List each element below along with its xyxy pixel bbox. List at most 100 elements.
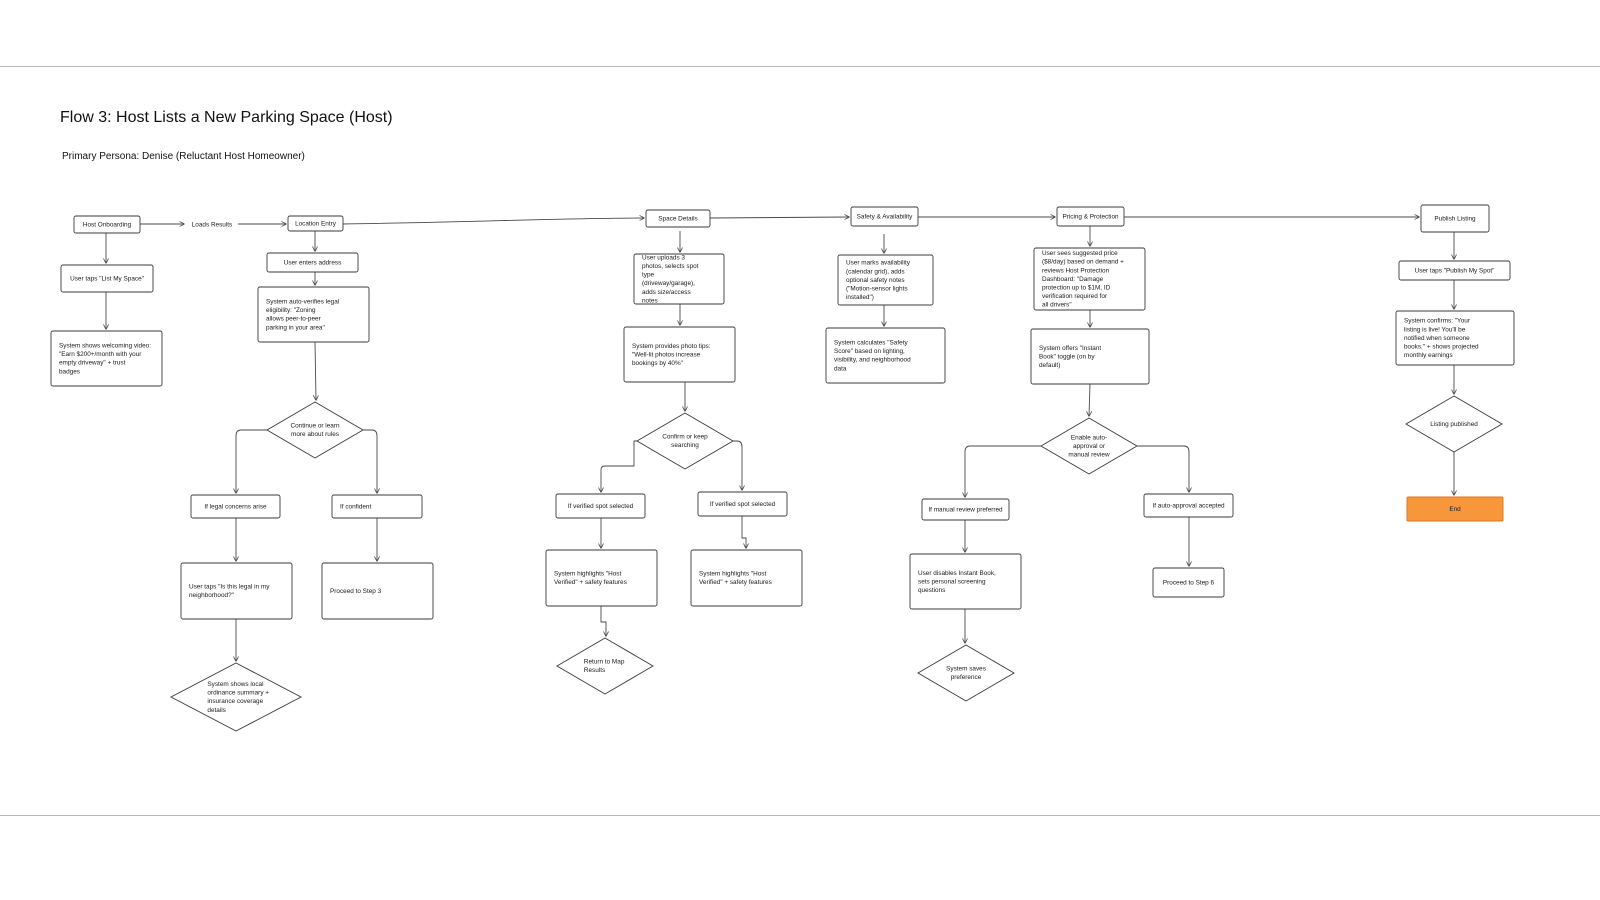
node-label: User taps "Publish My Spot" — [1415, 267, 1495, 274]
node-location-entry: Location Entry — [287, 215, 344, 232]
node-tap-list-space: User taps "List My Space" — [60, 264, 154, 293]
node-label: If confident — [340, 503, 371, 510]
node-box — [545, 549, 658, 607]
persona-subtitle: Primary Persona: Denise (Reluctant Host … — [62, 151, 305, 162]
node-proceed-step3: Proceed to Step 3 — [321, 562, 434, 620]
node-label: If auto-approval accepted — [1152, 502, 1225, 509]
node-pricing-protection: Pricing & Protection — [1056, 206, 1125, 227]
node-box — [266, 252, 359, 273]
node-label: End — [1449, 506, 1461, 513]
node-label: User disables Instant Book,sets personal… — [918, 570, 996, 594]
node-box — [287, 215, 344, 232]
node-label: User sees suggested price($8/day) based … — [1042, 250, 1124, 309]
top-divider — [0, 66, 1600, 67]
node-space-details: Space Details — [645, 209, 711, 228]
node-disable-instant: User disables Instant Book,sets personal… — [909, 553, 1022, 610]
decision-diamond — [556, 637, 654, 695]
node-box — [921, 498, 1010, 521]
node-enter-address: User enters address — [266, 252, 359, 273]
node-box — [1033, 247, 1146, 311]
node-box — [690, 549, 803, 607]
node-box — [825, 327, 946, 384]
node-host-onboarding: Host Onboarding — [73, 215, 141, 234]
node-label: If manual review preferred — [928, 506, 1003, 513]
node-box — [623, 326, 736, 383]
node-box — [60, 264, 154, 293]
node-box — [555, 493, 646, 519]
node-box — [1056, 206, 1125, 227]
node-suggested-price: User sees suggested price($8/day) based … — [1033, 247, 1146, 311]
node-listing-published: Listing published — [1405, 395, 1503, 453]
node-label: Proceed to Step 3 — [330, 588, 382, 595]
node-label: If legal concerns arise — [204, 503, 267, 510]
decision-diamond — [636, 412, 734, 470]
node-box — [180, 562, 293, 620]
flow-nodes: Host Onboarding Location Entry Space Detai… — [50, 204, 1515, 732]
flow-arrow — [342, 218, 644, 225]
node-label: Proceed to Step 6 — [1163, 579, 1215, 586]
node-proceed-step6: Proceed to Step 6 — [1152, 567, 1225, 598]
node-label: Host Onboarding — [83, 221, 132, 228]
node-box — [633, 253, 725, 305]
flow-edges: Loads Results — [106, 217, 1454, 661]
edge-label-loads-results: Loads Results — [192, 222, 233, 229]
node-verified-right: If verified spot selected — [697, 491, 788, 517]
node-box — [645, 209, 711, 228]
flow-arrow — [709, 217, 849, 218]
node-label: System provides photo tips:"Well-lit pho… — [632, 343, 711, 367]
node-box — [190, 494, 281, 519]
node-box — [50, 330, 163, 387]
node-box — [697, 491, 788, 517]
node-label: User marks availability(calendar grid), … — [846, 260, 911, 301]
node-box — [1152, 567, 1225, 598]
node-label: Listing published — [1430, 421, 1478, 428]
node-box — [257, 286, 370, 343]
bottom-divider — [0, 815, 1600, 816]
node-label: Safety & Availability — [857, 213, 913, 220]
flow-arrow — [236, 429, 269, 493]
node-manual-review: If manual review preferred — [921, 498, 1010, 521]
node-box — [331, 494, 423, 519]
node-box — [1398, 260, 1511, 281]
node-label: If verified spot selected — [710, 501, 776, 508]
flow-arrow — [363, 429, 377, 493]
page-title: Flow 3: Host Lists a New Parking Space (… — [60, 109, 393, 126]
node-welcome-video: System shows welcoming video:"Earn $200+… — [50, 330, 163, 387]
flow-arrow — [315, 341, 316, 400]
node-label: Space Details — [658, 215, 697, 222]
node-label: If verified spot selected — [568, 503, 634, 510]
node-label: Location Entry — [295, 220, 337, 227]
flow-arrow — [731, 440, 742, 490]
node-if-confident: If confident — [331, 494, 423, 519]
flow-arrow — [601, 440, 639, 492]
node-photo-tips: System provides photo tips:"Well-lit pho… — [623, 326, 736, 383]
flow-arrow — [1089, 383, 1090, 416]
node-box — [1395, 310, 1515, 366]
decision-diamond — [1405, 395, 1503, 453]
flow-arrow — [1135, 445, 1189, 492]
decision-diamond — [266, 401, 364, 459]
node-mark-availability: User marks availability(calendar grid), … — [837, 254, 934, 306]
node-label: Publish Listing — [1434, 215, 1476, 222]
node-safety-availability: Safety & Availability — [850, 206, 919, 227]
